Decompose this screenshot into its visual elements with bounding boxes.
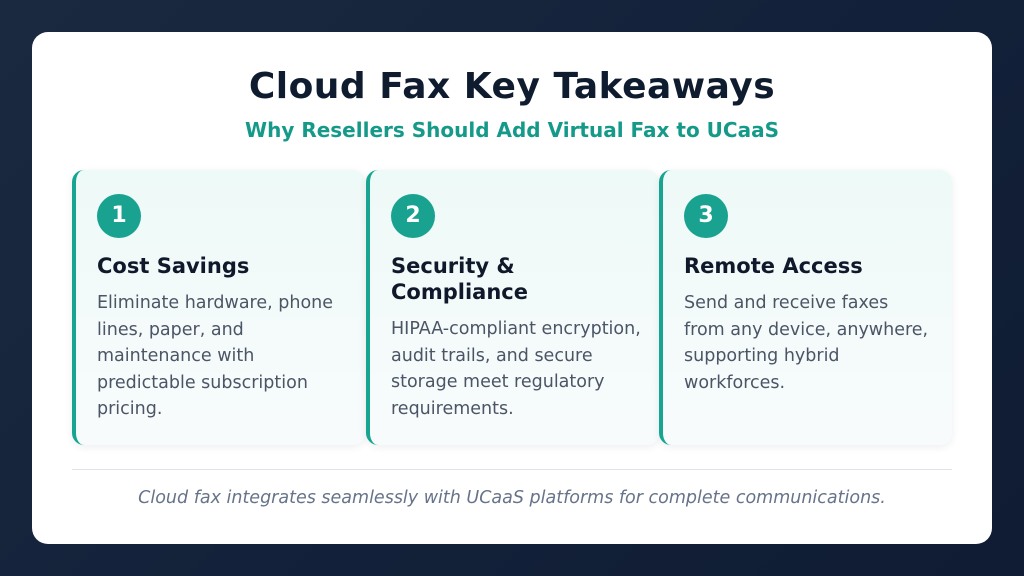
page-title: Cloud Fax Key Takeaways [248,66,776,107]
step-number-badge: 1 [97,194,141,238]
takeaways-row: 1 Cost Savings Eliminate hardware, phone… [72,170,952,445]
takeaway-title: Remote Access [684,254,863,278]
divider [72,469,952,470]
takeaway-description: Send and receive faxes from any device, … [684,293,929,393]
takeaway-card-remote-access: 3 Remote Access Send and receive faxes f… [659,170,952,445]
takeaway-title: Security & Compliance [391,254,528,304]
step-number-badge: 2 [391,194,435,238]
takeaway-card-security-compliance: 2 Security & Compliance HIPAA-compliant … [366,170,659,445]
step-number-badge: 3 [684,194,728,238]
takeaway-description: Eliminate hardware, phone lines, paper, … [97,293,334,419]
takeaway-description: HIPAA-compliant encryption, audit trails… [391,319,641,419]
footer-note: Cloud fax integrates seamlessly with UCa… [138,488,886,508]
takeaway-title: Cost Savings [97,254,250,278]
page-subtitle: Why Resellers Should Add Virtual Fax to … [245,118,779,142]
takeaway-card-cost-savings: 1 Cost Savings Eliminate hardware, phone… [72,170,365,445]
